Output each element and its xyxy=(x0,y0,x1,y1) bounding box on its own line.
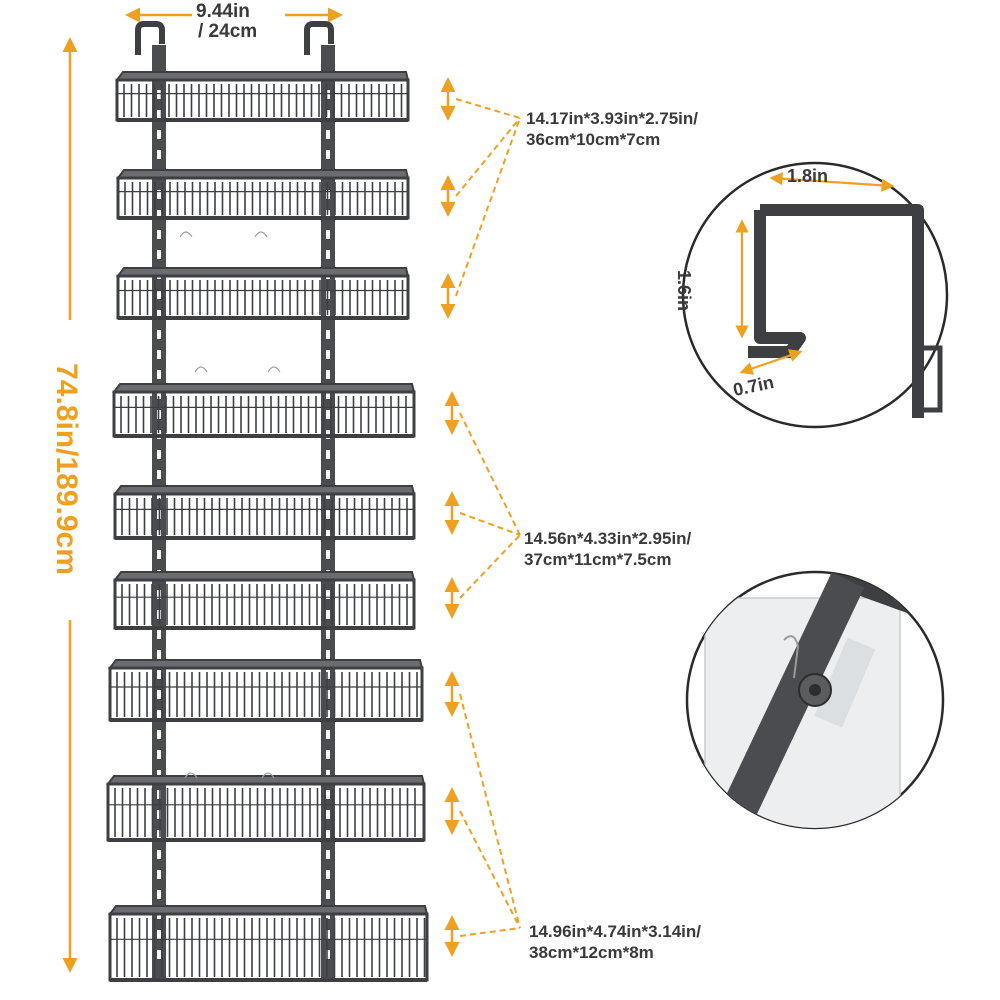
basket-dims-top: 14.17in*3.93in*2.75in/ 36cm*10cm*7cm xyxy=(526,108,698,150)
adhesive-detail xyxy=(685,570,945,830)
basket xyxy=(112,383,416,438)
basket xyxy=(108,659,424,722)
basket-dimension-arrows xyxy=(440,77,521,957)
basket-dims-bottom-in: 14.96in*4.74in*3.14in/ xyxy=(529,922,701,941)
basket-dims-bottom-cm: 38cm*12cm*8m xyxy=(529,943,654,962)
hook-height-label: 1.6in xyxy=(674,270,694,312)
basket xyxy=(106,775,426,842)
basket-dims-bottom: 14.96in*4.74in*3.14in/ 38cm*12cm*8m xyxy=(529,921,701,963)
basket-dims-top-in: 14.17in*3.93in*2.75in/ xyxy=(526,109,698,128)
basket-dims-middle-in: 14.56n*4.33in*2.95in/ xyxy=(524,529,692,548)
rack-clips xyxy=(179,231,281,779)
basket-dims-middle: 14.56n*4.33in*2.95in/ 37cm*11cm*7.5cm xyxy=(524,528,691,570)
width-label-cm: / 24cm xyxy=(198,21,258,42)
basket xyxy=(116,267,410,320)
door-hooks xyxy=(135,21,334,55)
basket-dims-middle-cm: 37cm*11cm*7.5cm xyxy=(524,550,672,569)
basket-stack xyxy=(106,71,429,982)
basket xyxy=(113,485,416,540)
basket xyxy=(108,905,429,982)
basket xyxy=(115,71,410,122)
width-label: 9.44in / 24cm xyxy=(196,2,257,42)
basket-dims-top-cm: 36cm*10cm*7cm xyxy=(526,130,661,149)
basket xyxy=(113,571,416,630)
basket xyxy=(116,169,410,220)
height-label: 74.8in/189.9cm xyxy=(50,363,83,575)
hook-detail xyxy=(681,161,949,429)
hook-width-label: 1.8in xyxy=(787,166,829,186)
width-label-in: 9.44in xyxy=(196,1,250,22)
